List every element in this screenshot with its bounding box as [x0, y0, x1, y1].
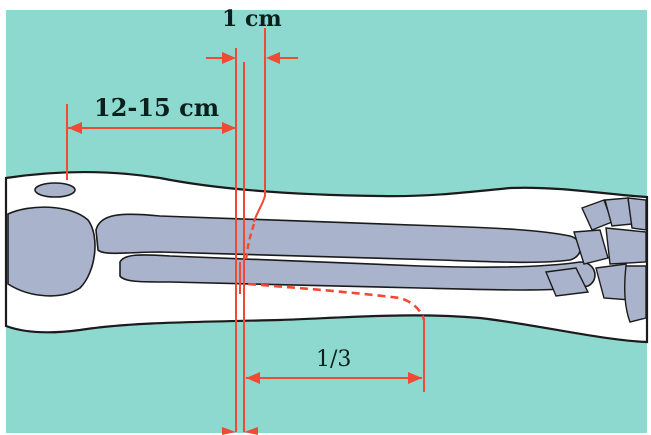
carpal-bone-7 — [625, 266, 646, 322]
fraction-label: 1/3 — [316, 347, 351, 372]
carpal-bone-5 — [606, 228, 646, 264]
humerus-end — [8, 207, 95, 296]
gap-label: 1 cm — [222, 6, 282, 32]
distance-label: 12-15 cm — [94, 93, 219, 122]
olecranon-bump — [35, 183, 75, 197]
